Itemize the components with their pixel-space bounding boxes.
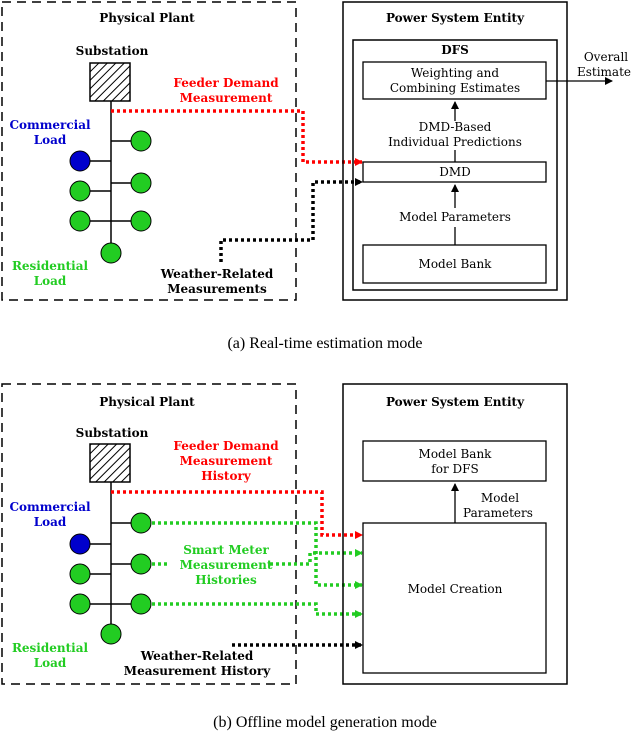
predictions-label: DMD-Based	[419, 120, 492, 134]
residential-load-label: Load	[34, 656, 67, 670]
dmd-box	[362, 161, 547, 183]
weather-history-label: Weather-Related	[140, 649, 254, 663]
model-bank-dfs-label: Model Bank	[419, 447, 493, 461]
model-params-label: Model	[481, 491, 519, 505]
feeder-demand-label: Measurement	[180, 91, 273, 105]
residential-load-node	[100, 623, 122, 645]
entity-title: Power System Entity	[386, 395, 525, 409]
panel-offline: Physical Plant Substation Commercial Loa…	[1, 383, 568, 731]
substation-label: Substation	[76, 44, 149, 58]
plant-title: Physical Plant	[99, 11, 195, 25]
residential-load-node	[130, 553, 152, 575]
model-creation-box	[362, 522, 547, 674]
dfs-box	[352, 39, 558, 291]
feeder-history-label: Feeder Demand	[173, 439, 279, 453]
residential-load-label: Residential	[12, 259, 89, 273]
smart-meter-label: Smart Meter	[183, 543, 269, 557]
residential-load-node	[130, 130, 152, 152]
smart-meter-label: Histories	[195, 573, 257, 587]
residential-load-label: Residential	[12, 641, 89, 655]
model-params-label: Parameters	[463, 506, 533, 520]
caption-a: (a) Real-time estimation mode	[227, 335, 422, 352]
residential-load-node	[69, 593, 91, 615]
weather-connector	[219, 178, 363, 262]
plant-title: Physical Plant	[99, 395, 195, 409]
weather-label: Weather-Related	[160, 267, 274, 281]
commercial-load-node	[69, 150, 91, 172]
model-bank-box	[362, 244, 547, 284]
residential-load-node	[130, 593, 152, 615]
predictions-label: Individual Predictions	[388, 135, 522, 149]
smart-meter-label: Measurement	[180, 558, 273, 572]
commercial-load-node	[69, 533, 91, 555]
feeder-history-label: History	[201, 469, 252, 483]
residential-load-node	[100, 242, 122, 264]
entity-title: Power System Entity	[386, 11, 525, 25]
physical-plant-box	[1, 383, 297, 685]
weather-history-label: Measurement History	[124, 664, 271, 678]
model-bank-dfs-box	[362, 440, 547, 482]
commercial-load-label: Load	[34, 515, 67, 529]
residential-load-node	[69, 210, 91, 232]
overall-estimate-label: Overall	[584, 50, 628, 64]
residential-load-node	[130, 210, 152, 232]
residential-load-node	[69, 180, 91, 202]
weighting-label: Weighting and	[411, 66, 499, 80]
dfs-title: DFS	[441, 43, 469, 57]
smart-meter-connector	[152, 602, 363, 618]
feeder-history-label: Measurement	[180, 454, 273, 468]
overall-estimate-label: Estimate	[577, 65, 631, 79]
commercial-load-label: Load	[34, 133, 67, 147]
residential-load-label: Load	[34, 274, 67, 288]
panel-realtime: Physical Plant Substation Commercial Loa…	[1, 1, 631, 352]
physical-plant-box	[1, 1, 297, 301]
model-creation-label: Model Creation	[408, 582, 503, 596]
commercial-load-label: Commercial	[9, 118, 91, 132]
weighting-label: Combining Estimates	[390, 81, 520, 95]
substation-icon	[89, 443, 131, 483]
commercial-load-label: Commercial	[9, 500, 91, 514]
feeder-demand-connector	[111, 109, 363, 166]
residential-load-node	[130, 172, 152, 194]
power-entity-box	[342, 383, 568, 685]
caption-b: (b) Offline model generation mode	[213, 714, 437, 731]
smart-meter-connector	[270, 549, 363, 566]
power-entity-box	[342, 1, 568, 301]
dmd-label: DMD	[439, 165, 471, 179]
model-params-label: Model Parameters	[399, 210, 511, 224]
feeder-demand-label: Feeder Demand	[173, 76, 279, 90]
model-bank-label: Model Bank	[419, 257, 493, 271]
residential-load-node	[130, 512, 152, 534]
substation-label: Substation	[76, 426, 149, 440]
weather-label: Measurements	[167, 282, 267, 296]
residential-load-node	[69, 563, 91, 585]
substation-icon	[89, 62, 131, 102]
model-bank-dfs-label: for DFS	[431, 462, 478, 476]
